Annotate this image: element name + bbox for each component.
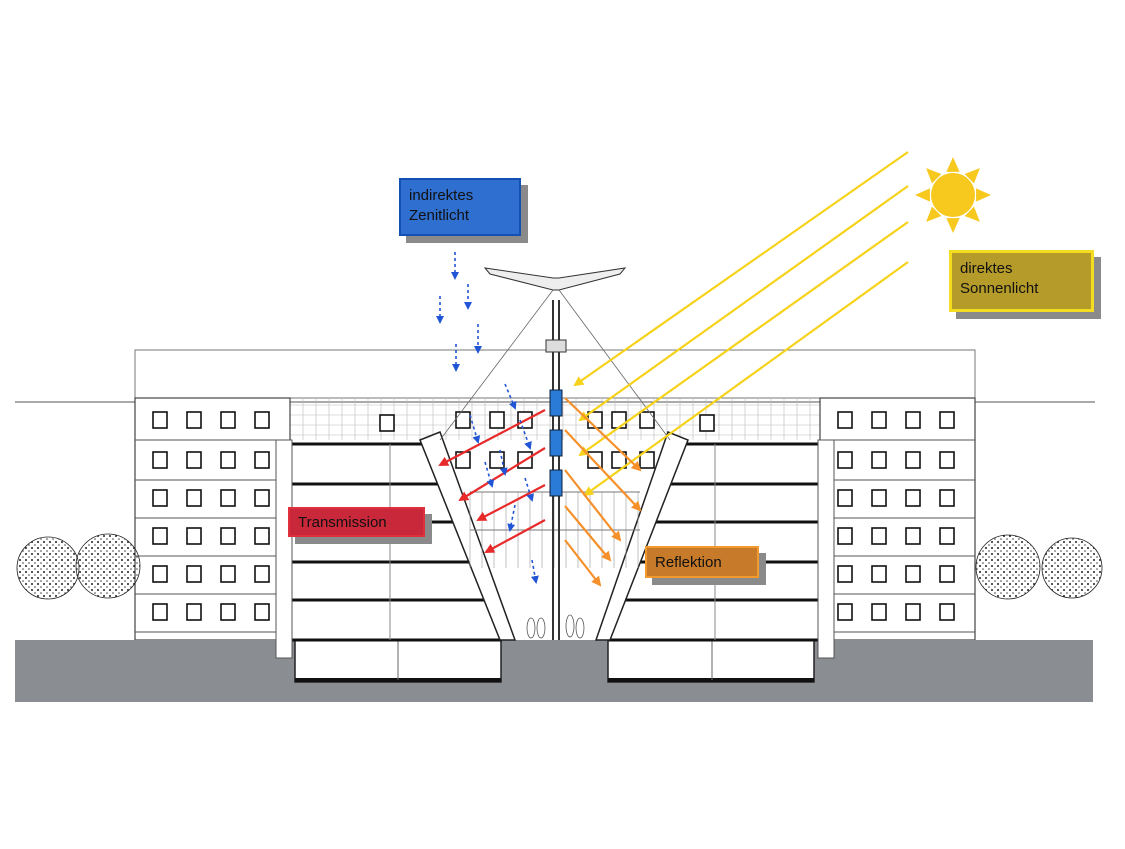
- basement-right: [607, 639, 815, 683]
- label-sun-line1: direktes: [960, 260, 1013, 277]
- label-sun-line2: Sonnenlicht: [960, 280, 1039, 297]
- sun-icon: [915, 157, 991, 233]
- reflection-arrows: [564, 397, 642, 587]
- label-zenith-light: indirektes Zenitlicht: [399, 178, 528, 243]
- label-reflection: Reflektion: [645, 546, 766, 585]
- label-transmission-text: Transmission: [298, 514, 387, 531]
- ground-slab: [15, 640, 1093, 702]
- label-transmission: Transmission: [288, 507, 432, 544]
- atrium-section: [275, 267, 835, 659]
- right-wing: [819, 397, 976, 641]
- label-zenith-line1: indirektes: [409, 187, 474, 204]
- person-icon: [526, 614, 585, 639]
- tree-icon: [16, 533, 1103, 600]
- left-wing: [134, 397, 291, 641]
- transmission-arrows: [438, 409, 546, 553]
- label-direct-sunlight: direktes Sonnenlicht: [949, 250, 1101, 319]
- label-reflection-text: Reflektion: [655, 554, 722, 571]
- label-zenith-line2: Zenitlicht: [409, 207, 470, 224]
- sun-rays: [573, 151, 909, 497]
- zenith-arrows: [436, 252, 539, 584]
